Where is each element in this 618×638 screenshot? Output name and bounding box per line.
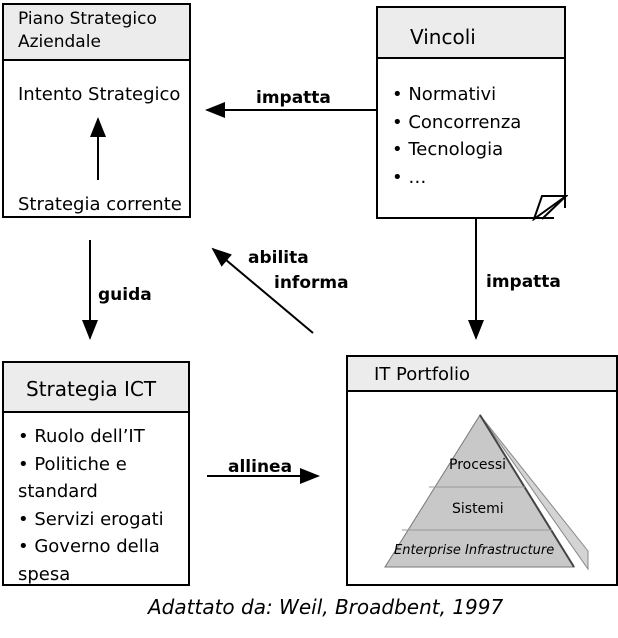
pyramid xyxy=(384,414,589,571)
vincoli-box: Vincoli Normativi Concorrenza Tecnologia… xyxy=(376,6,568,221)
piano-strategico-box: Piano Strategico Aziendale Intento Strat… xyxy=(2,3,191,218)
label-abilita: abilita xyxy=(248,248,309,268)
folded-corner-icon xyxy=(532,195,568,221)
ict-list: Ruolo dell’IT Politiche e standard Servi… xyxy=(18,423,183,588)
list-item: Concorrenza xyxy=(392,109,521,137)
list-item: … xyxy=(392,164,521,192)
portfolio-header: IT Portfolio xyxy=(348,357,616,392)
strategia-corrente: Strategia corrente xyxy=(18,194,182,215)
ict-header: Strategia ICT xyxy=(4,363,188,413)
label-allinea: allinea xyxy=(228,457,293,477)
list-item: Normativi xyxy=(392,81,521,109)
vincoli-header: Vincoli xyxy=(378,8,564,59)
label-informa: informa xyxy=(274,273,349,293)
it-portfolio-box: IT Portfolio Processi Sistemi Enterprise… xyxy=(346,355,618,586)
vincoli-list: Normativi Concorrenza Tecnologia … xyxy=(392,81,521,191)
list-item: Tecnologia xyxy=(392,136,521,164)
list-item: Politiche e standard xyxy=(18,451,183,506)
label-impatta-vertical: impatta xyxy=(486,272,561,292)
caption: Adattato da: Weil, Broadbent, 1997 xyxy=(148,595,504,619)
label-guida: guida xyxy=(98,285,152,305)
list-item: Governo della spesa xyxy=(18,533,183,588)
strategia-ict-box: Strategia ICT Ruolo dell’IT Politiche e … xyxy=(2,361,190,586)
layer-sistemi: Sistemi xyxy=(452,501,504,517)
piano-header: Piano Strategico Aziendale xyxy=(4,5,189,61)
layer-processi: Processi xyxy=(449,457,506,473)
arrow-abilita-informa xyxy=(211,247,314,334)
arrow-up xyxy=(90,117,106,180)
intento-strategico: Intento Strategico xyxy=(18,84,181,105)
list-item: Ruolo dell’IT xyxy=(18,423,183,451)
layer-enterprise-infrastructure: Enterprise Infrastructure xyxy=(394,543,555,558)
label-impatta-horizontal: impatta xyxy=(256,88,331,108)
list-item: Servizi erogati xyxy=(18,506,183,534)
